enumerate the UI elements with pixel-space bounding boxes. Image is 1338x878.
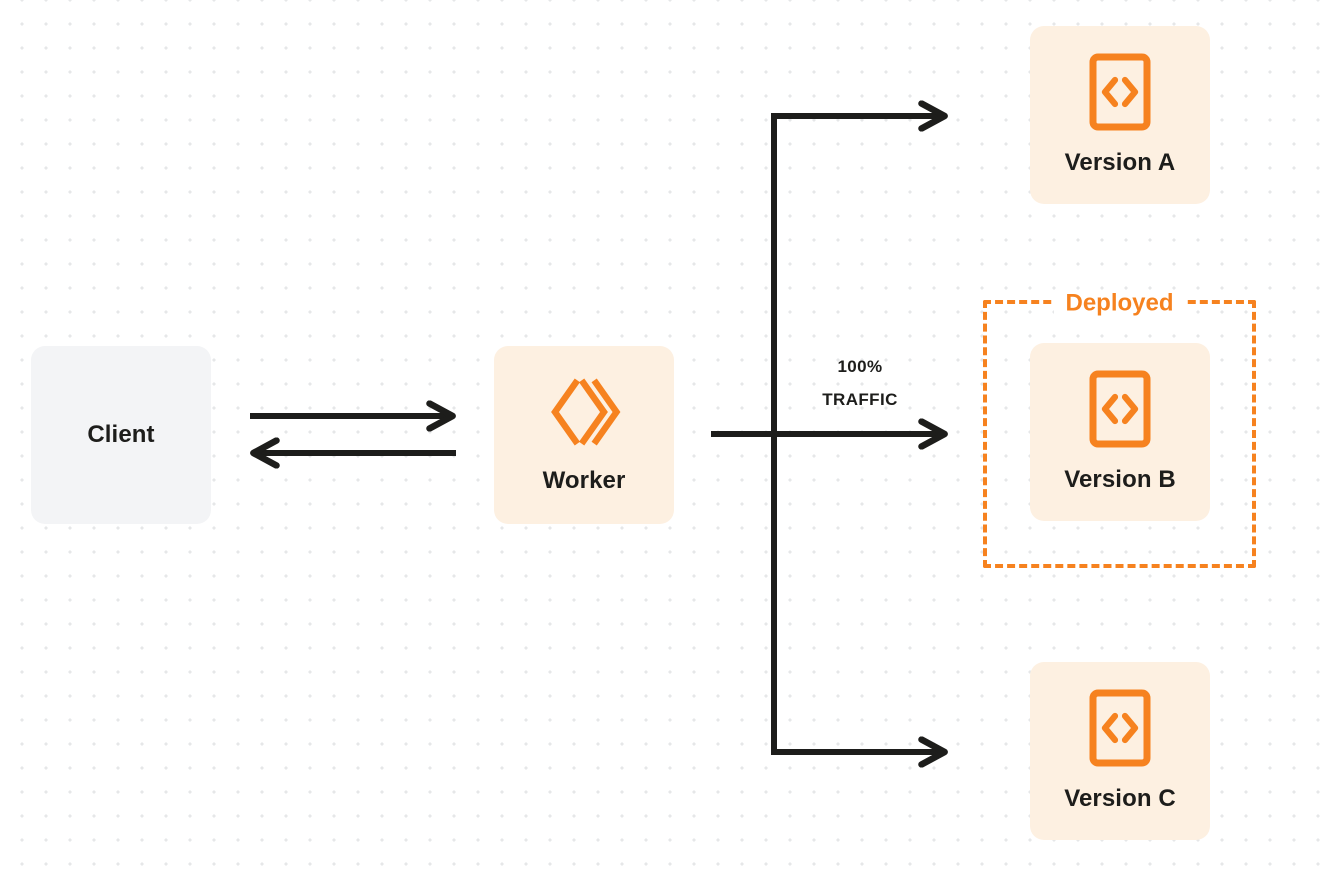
worker-node[interactable]: Worker xyxy=(494,346,674,524)
traffic-label: 100% TRAFFIC xyxy=(790,350,930,416)
client-node[interactable]: Client xyxy=(31,346,211,524)
client-label: Client xyxy=(87,420,155,448)
worker-label: Worker xyxy=(542,467,626,495)
traffic-percent: 100% xyxy=(837,357,883,376)
deployed-group-frame: Deployed xyxy=(983,291,1256,568)
deployed-group-label: Deployed xyxy=(1053,291,1186,316)
version-c-node[interactable]: Version C xyxy=(1030,662,1210,840)
code-file-icon xyxy=(1089,53,1151,136)
version-a-node[interactable]: Version A xyxy=(1030,26,1210,204)
version-c-label: Version C xyxy=(1064,785,1176,813)
code-file-icon xyxy=(1089,370,1151,453)
cloudflare-workers-logo-icon xyxy=(547,375,621,454)
code-file-icon xyxy=(1089,689,1151,772)
version-b-label: Version B xyxy=(1064,466,1176,494)
traffic-caption: TRAFFIC xyxy=(822,390,898,410)
version-b-node[interactable]: Version B xyxy=(1030,343,1210,521)
version-a-label: Version A xyxy=(1064,149,1176,177)
